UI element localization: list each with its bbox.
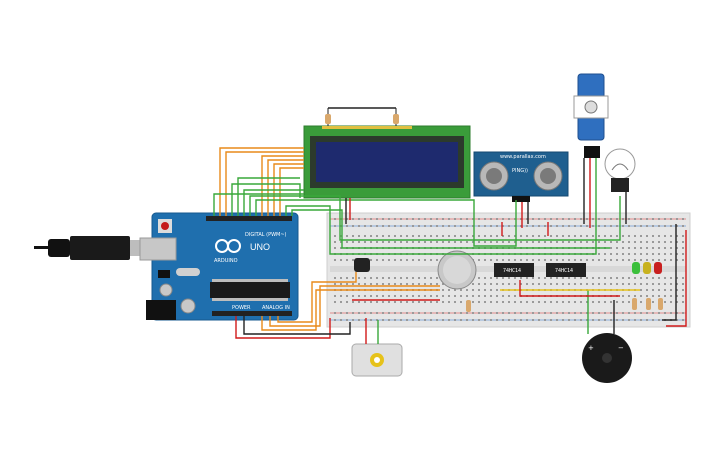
lcd-display[interactable]	[303, 125, 471, 199]
atmega-chip	[210, 282, 290, 298]
arduino-logo	[215, 239, 241, 253]
servo-motor[interactable]	[573, 73, 609, 158]
ultrasonic-header-label: www.parallax.com	[500, 154, 546, 160]
arduino-uno-board[interactable]: ARDUINO UNO DIGITAL (PWM~) POWER ANALOG …	[139, 212, 299, 321]
piezo-buzzer[interactable]: + −	[582, 333, 632, 383]
gas-sensor[interactable]	[437, 250, 477, 290]
arduino-model-label: UNO	[250, 242, 270, 252]
power-pins-label: POWER	[232, 305, 251, 311]
ic-left[interactable]: 74HC14	[494, 263, 534, 277]
ic-right[interactable]: 74HC14	[546, 263, 586, 277]
analog-pins-label: ANALOG IN	[262, 305, 290, 311]
svg-text:−: −	[618, 344, 624, 352]
led-green[interactable]	[632, 262, 640, 274]
resistors	[466, 298, 663, 312]
digital-header[interactable]	[206, 216, 292, 221]
light-bulb[interactable]	[604, 148, 636, 192]
ultrasonic-model-label: PING))	[512, 168, 528, 174]
ultrasonic-sensor[interactable]: PING)) www.parallax.com	[473, 151, 569, 202]
digital-pins-label: DIGITAL (PWM~)	[245, 232, 287, 238]
temperature-sensor[interactable]	[354, 258, 370, 272]
lcd-screen	[316, 142, 458, 182]
power-analog-header[interactable]	[212, 311, 292, 316]
led-red[interactable]	[654, 262, 662, 274]
arduino-brand-label: ARDUINO	[214, 258, 238, 264]
dc-motor[interactable]	[351, 343, 403, 377]
wires	[213, 147, 687, 344]
led-yellow[interactable]	[643, 262, 651, 274]
svg-text:+: +	[588, 344, 594, 352]
ic-left-label: 74HC14	[503, 268, 521, 274]
ic-right-label: 74HC14	[555, 268, 573, 274]
lcd-contrast-resistors	[325, 107, 399, 126]
usb-cable[interactable]	[34, 236, 158, 260]
